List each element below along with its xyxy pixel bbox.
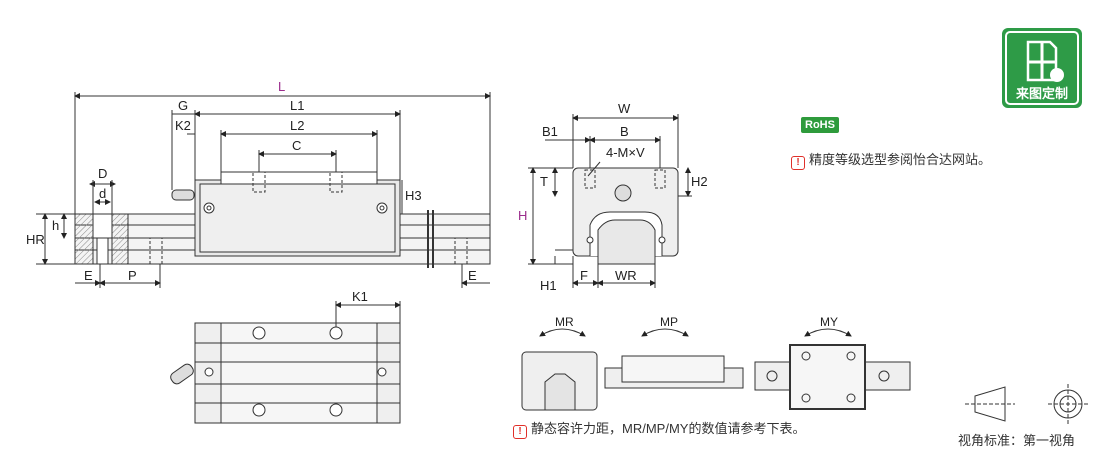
dim-L: L — [278, 79, 285, 94]
top-view — [170, 301, 401, 424]
dim-F: F — [580, 268, 588, 283]
first-angle-projection-icon — [965, 384, 1088, 424]
moment-MR-label: MR — [555, 315, 574, 329]
dim-WR: WR — [615, 268, 637, 283]
moment-MY-label: MY — [820, 315, 838, 329]
dim-E-left: E — [84, 268, 93, 283]
precision-note-text: 精度等级选型参阅怡合达网站。 — [809, 152, 992, 167]
precision-note: ! 精度等级选型参阅怡合达网站。 — [791, 149, 991, 170]
moment-MP-label: MP — [660, 315, 678, 329]
warning-icon: ! — [513, 425, 527, 439]
rohs-badge: RoHS — [801, 117, 839, 133]
dim-T: T — [540, 174, 548, 189]
dim-h: h — [52, 218, 59, 233]
dim-B: B — [620, 124, 629, 139]
view-standard-label: 视角标准：第一视角 — [958, 433, 1076, 448]
dim-K2: K2 — [175, 118, 191, 133]
side-view — [36, 92, 491, 288]
moment-note: ! 静态容许力距，MR/MP/MY的数值请参考下表。 — [513, 418, 805, 439]
dim-E-right: E — [468, 268, 477, 283]
dim-G: G — [178, 98, 188, 113]
dim-D: D — [98, 166, 107, 181]
dim-L1: L1 — [290, 98, 304, 113]
dim-H1: H1 — [540, 278, 557, 293]
moment-note-text: 静态容许力距，MR/MP/MY的数值请参考下表。 — [531, 421, 806, 436]
dim-K1: K1 — [352, 289, 368, 304]
moment-MR — [521, 328, 598, 411]
dim-H: H — [518, 208, 527, 223]
moment-MY — [754, 328, 911, 410]
side-view-labels: L G L1 K2 L2 C D d h HR H3 E P E — [26, 79, 477, 283]
end-view — [528, 114, 692, 288]
dim-H2: H2 — [691, 174, 708, 189]
custom-drawing-label: 来图定制 — [1015, 86, 1068, 101]
dim-H3: H3 — [405, 188, 422, 203]
moment-MP — [604, 328, 744, 389]
dim-C: C — [292, 138, 301, 153]
dim-d: d — [99, 186, 106, 201]
custom-drawing-badge[interactable]: 来图定制 — [1002, 28, 1082, 108]
dim-B1: B1 — [542, 124, 558, 139]
dim-4MxV: 4-M×V — [606, 145, 645, 160]
end-view-labels: W B1 B 4-M×V T H H2 H1 F WR — [518, 101, 708, 293]
custom-drawing-icon — [1005, 31, 1079, 105]
warning-icon: ! — [791, 156, 805, 170]
dim-W: W — [618, 101, 631, 116]
dim-L2: L2 — [290, 118, 304, 133]
dim-P: P — [128, 268, 137, 283]
dim-HR: HR — [26, 232, 45, 247]
